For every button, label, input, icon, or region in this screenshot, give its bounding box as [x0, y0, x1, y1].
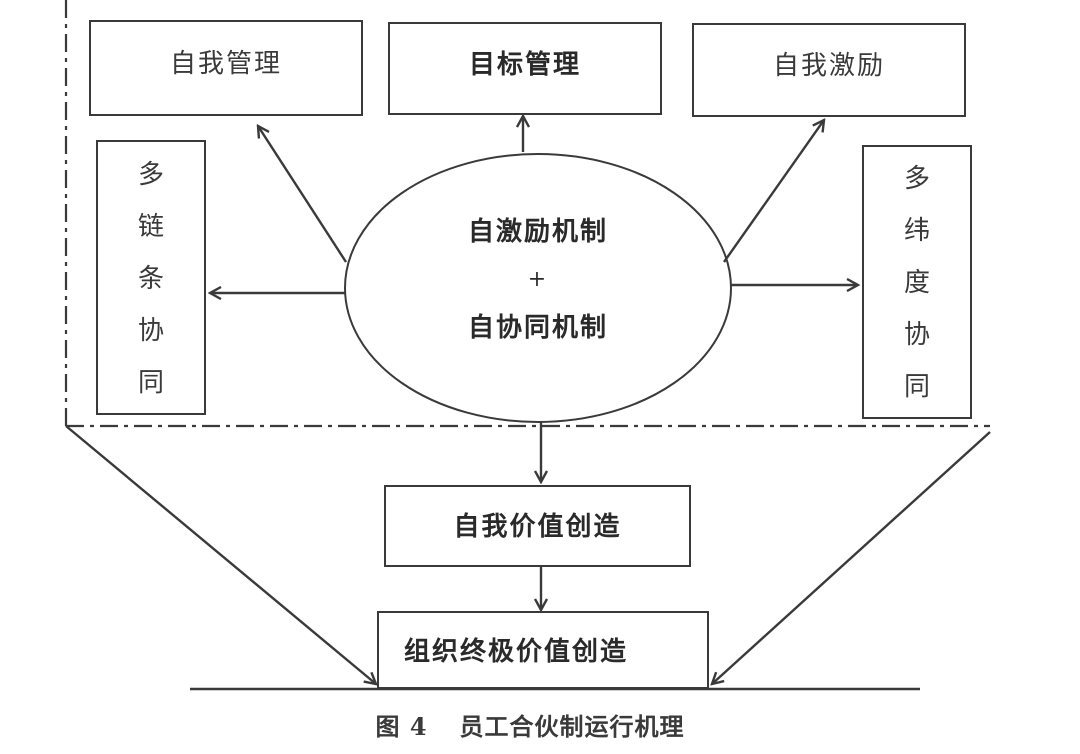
- multi-chain-collaboration-label: 多 链 条 协 同: [97, 154, 205, 404]
- core-mechanism-line-2: 自协同机制: [467, 313, 608, 343]
- multi-chain-collaboration-box: [96, 140, 206, 415]
- multi-chain-char-4: 协: [137, 316, 164, 346]
- self-management-box: [89, 20, 363, 116]
- self-value-creation-box: [384, 485, 691, 567]
- self-motivation-label: 自我激励: [772, 50, 885, 81]
- self-management-label: 自我管理: [169, 48, 282, 79]
- multi-dimension-char-1: 多: [903, 164, 930, 194]
- mechanism-arrows: [65, 116, 991, 684]
- multi-dimension-char-5: 同: [903, 372, 930, 402]
- multi-chain-char-2: 链: [137, 212, 164, 242]
- self-motivation-box: [692, 23, 966, 117]
- figure-caption: 图 4 员工合伙制运行机理: [330, 702, 730, 746]
- multi-chain-char-5: 同: [137, 368, 164, 398]
- multi-dimension-collaboration-label: 多 纬 度 协 同: [863, 158, 971, 408]
- converging-line-right: [712, 431, 991, 684]
- goal-management-label: 目标管理: [468, 49, 581, 80]
- core-mechanism-label: 自激励机制 + 自协同机制: [398, 204, 678, 356]
- multi-dimension-char-4: 协: [903, 320, 930, 350]
- mechanism-boundary: [64, 0, 990, 428]
- multi-chain-char-3: 条: [137, 264, 164, 294]
- figure-number: 图 4: [375, 711, 428, 741]
- arrow-to-self-motivation: [723, 120, 824, 263]
- org-ultimate-value-creation-label: 组织终极价值创造: [403, 636, 628, 667]
- goal-management-box: [388, 22, 662, 115]
- multi-dimension-char-2: 纬: [903, 216, 930, 246]
- converging-line-left: [65, 425, 376, 684]
- multi-chain-char-1: 多: [137, 160, 164, 190]
- org-ultimate-value-creation-box: [377, 611, 709, 689]
- arrow-to-self-management: [258, 126, 348, 263]
- multi-dimension-collaboration-box: [862, 145, 972, 419]
- core-mechanism-plus: +: [527, 267, 549, 292]
- multi-dimension-char-3: 度: [903, 268, 930, 298]
- core-mechanism-ellipse: [344, 153, 732, 423]
- core-mechanism-line-1: 自激励机制: [467, 217, 608, 247]
- figure-title: 员工合伙制运行机理: [459, 711, 685, 741]
- self-value-creation-label: 自我价值创造: [453, 511, 622, 542]
